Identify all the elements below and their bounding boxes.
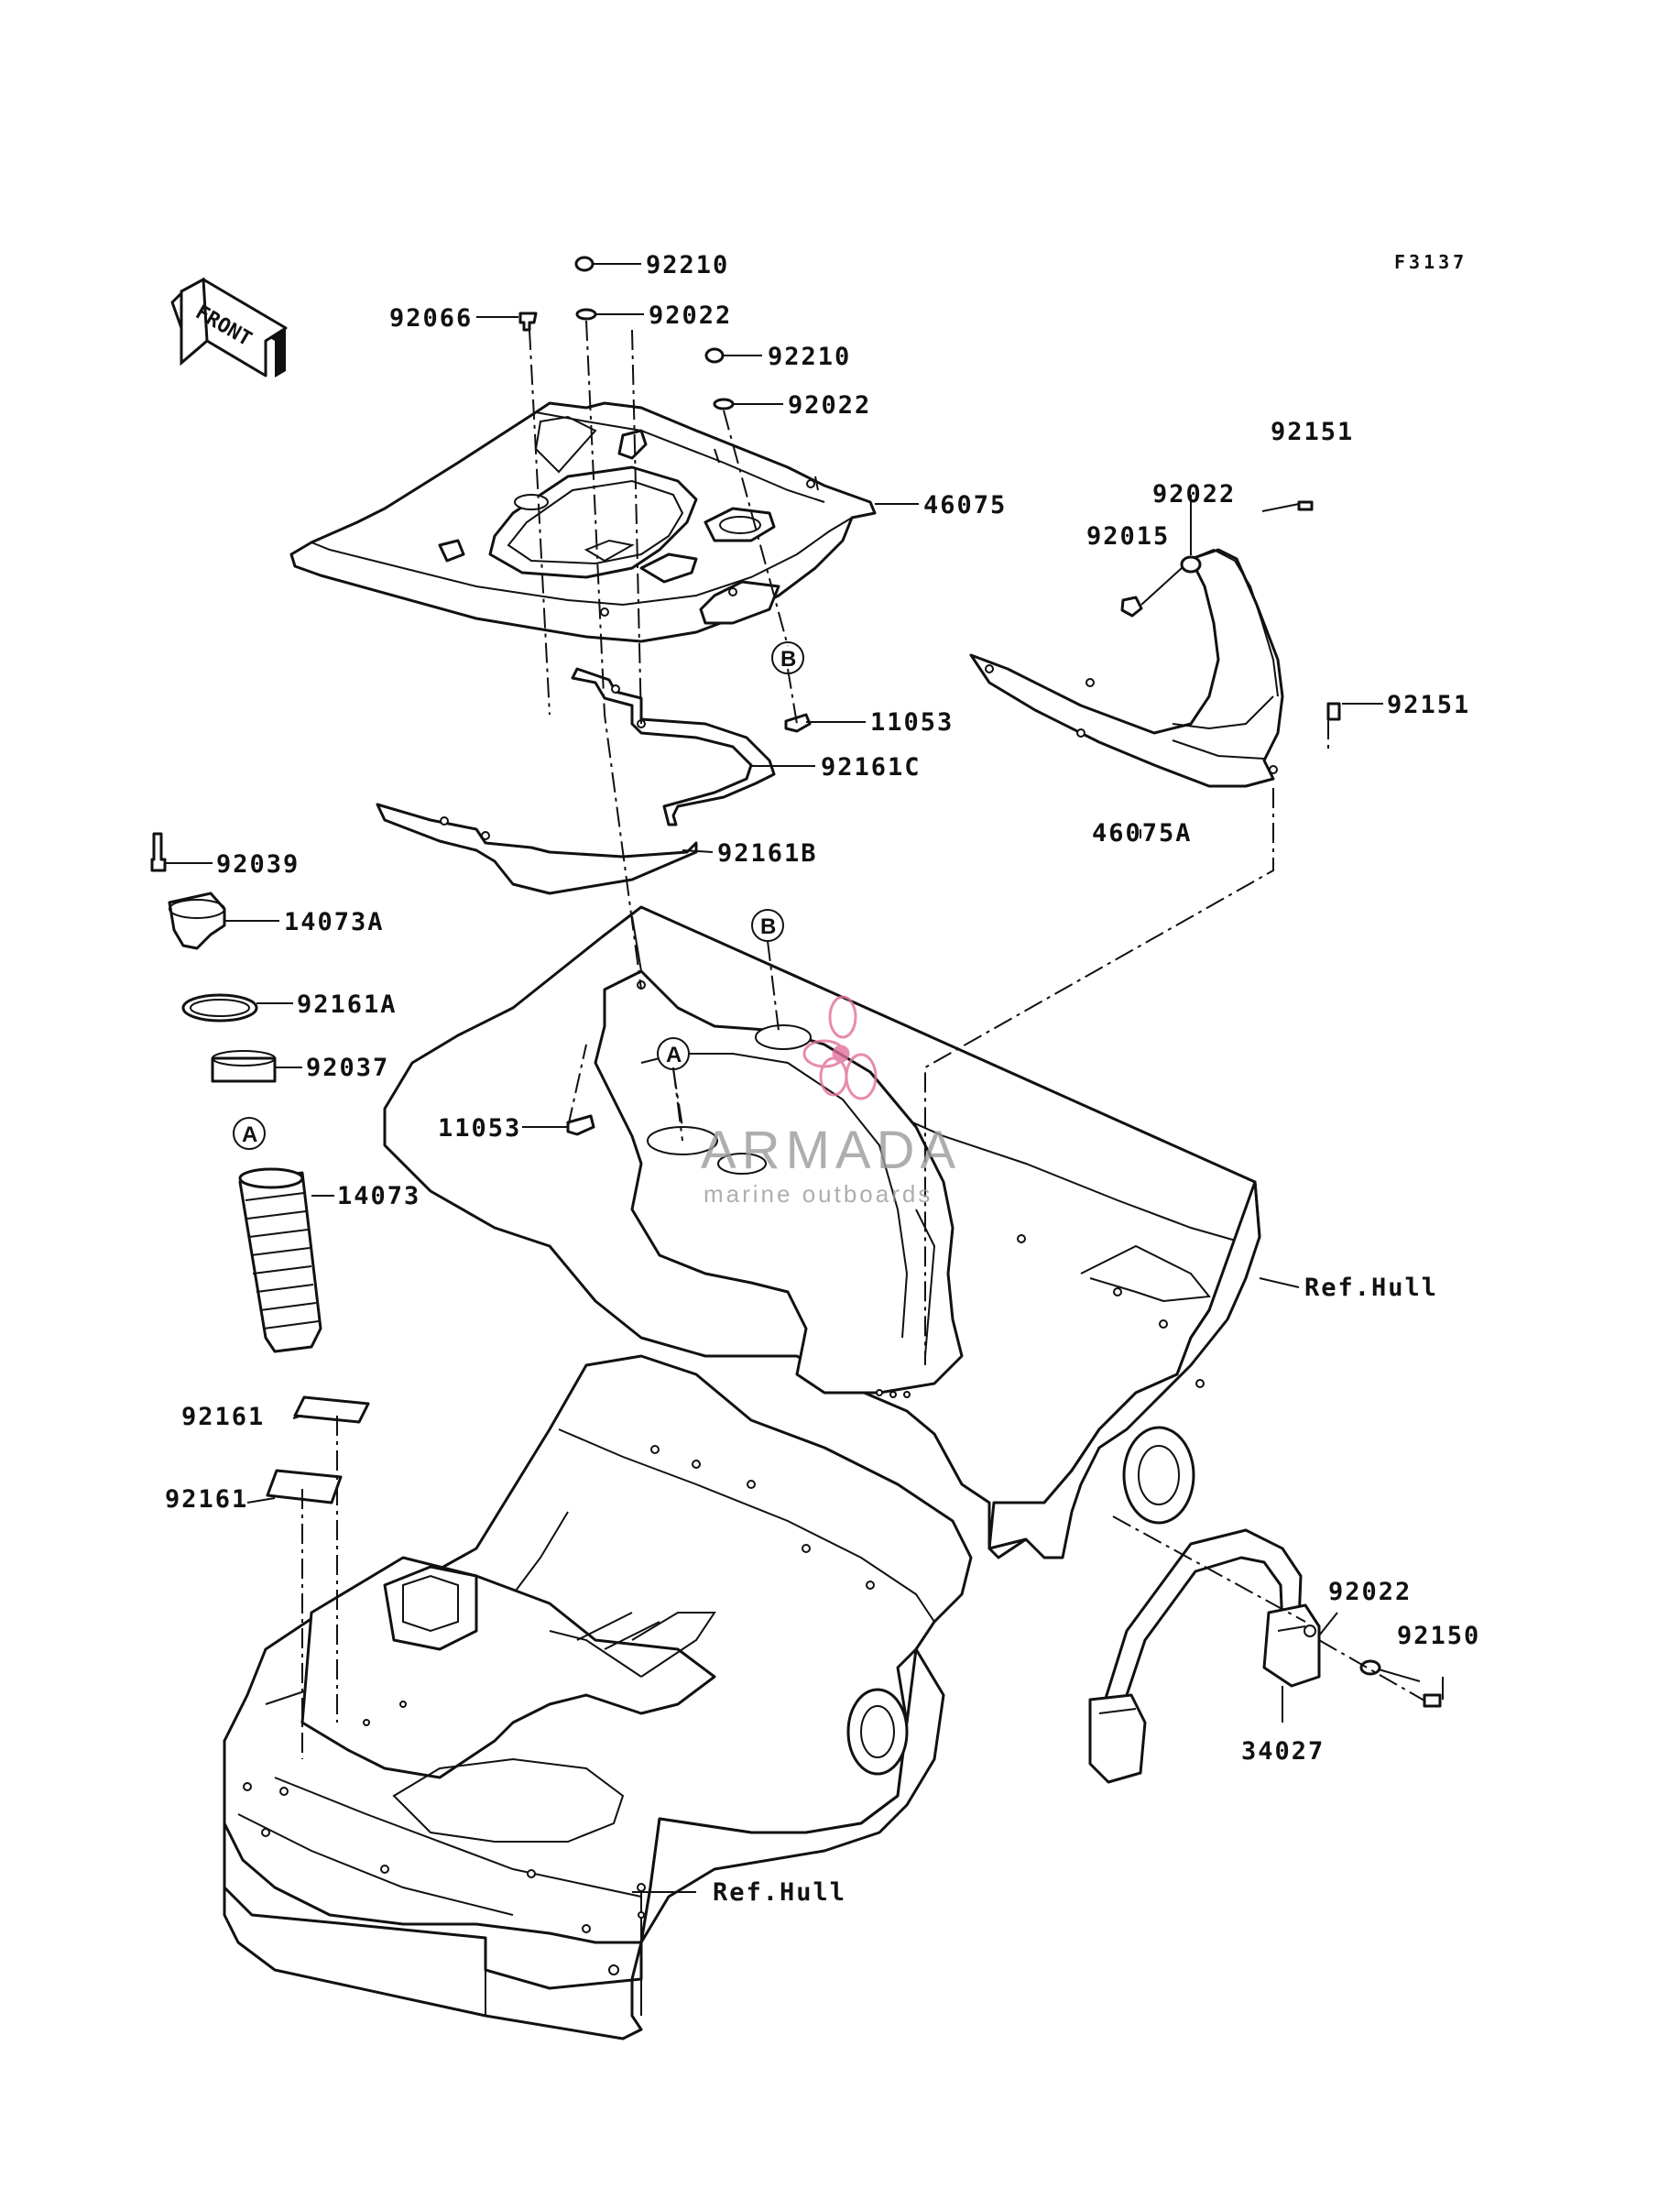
part-label-92022: 92022 bbox=[1328, 1578, 1412, 1606]
part-label-92161B: 92161B bbox=[717, 839, 818, 868]
storage-tray-46075 bbox=[289, 401, 877, 643]
hull-upper-sidewall bbox=[987, 1180, 1261, 1559]
part-label-92022: 92022 bbox=[788, 391, 871, 420]
part-label-46075: 46075 bbox=[923, 491, 1007, 520]
front-direction-arrow: FRONT bbox=[170, 277, 288, 377]
part-label-92022: 92022 bbox=[649, 301, 732, 330]
figure-code: F3137 bbox=[1394, 251, 1467, 273]
leader-lines bbox=[165, 263, 1444, 1893]
hull-lower-pump-flange bbox=[846, 1688, 909, 1776]
part-label-14073A: 14073A bbox=[284, 908, 385, 936]
part-label-92015: 92015 bbox=[1086, 522, 1170, 551]
part-label-92151: 92151 bbox=[1387, 691, 1470, 719]
hardware bbox=[150, 256, 1442, 1708]
callout-A-hose: A bbox=[233, 1117, 266, 1150]
part-label-14073: 14073 bbox=[337, 1182, 420, 1210]
callout-B-hull: B bbox=[751, 909, 784, 942]
part-label-92161: 92161 bbox=[181, 1403, 265, 1431]
svg-text:A: A bbox=[242, 1122, 257, 1147]
gasket-92161C bbox=[571, 667, 776, 826]
part-label-92022: 92022 bbox=[1152, 480, 1236, 509]
watermark-logo bbox=[802, 995, 878, 1100]
part-label-ref-hull: Ref.Hull bbox=[1304, 1274, 1438, 1302]
part-labels: 92210 92066 92022 92210 92022 46075 9215… bbox=[165, 251, 1480, 1907]
part-label-92161C: 92161C bbox=[821, 753, 922, 782]
part-label-46075A: 46075A bbox=[1092, 819, 1193, 848]
front-cover-46075A bbox=[969, 548, 1284, 788]
part-label-92037: 92037 bbox=[306, 1054, 389, 1082]
part-label-11053: 11053 bbox=[438, 1114, 521, 1143]
part-label-92161A: 92161A bbox=[297, 990, 398, 1019]
svg-text:B: B bbox=[760, 914, 776, 939]
watermark: ARMADA marine outboards bbox=[701, 995, 961, 1208]
hull-upper-pump-flange bbox=[1122, 1426, 1195, 1525]
part-label-34027: 34027 bbox=[1241, 1737, 1325, 1766]
svg-text:A: A bbox=[666, 1043, 682, 1067]
part-label-92039: 92039 bbox=[216, 850, 300, 879]
part-label-92210: 92210 bbox=[646, 251, 729, 279]
hull-lower bbox=[223, 1354, 973, 1944]
part-label-92210: 92210 bbox=[768, 343, 851, 371]
callout-B-top: B bbox=[771, 641, 804, 674]
part-label-92151: 92151 bbox=[1271, 418, 1354, 446]
part-label-92161: 92161 bbox=[165, 1485, 248, 1514]
svg-text:B: B bbox=[780, 647, 796, 672]
gasket-92161B bbox=[376, 803, 698, 895]
watermark-brand: ARMADA bbox=[701, 1121, 961, 1180]
part-label-ref-hull: Ref.Hull bbox=[713, 1878, 846, 1907]
part-label-92150: 92150 bbox=[1397, 1622, 1480, 1650]
part-label-11053: 11053 bbox=[870, 708, 954, 737]
part-label-92066: 92066 bbox=[389, 304, 473, 333]
handle-34027 bbox=[1088, 1528, 1321, 1784]
watermark-tagline: marine outboards bbox=[704, 1180, 933, 1208]
callout-A-hull: A bbox=[657, 1037, 690, 1070]
